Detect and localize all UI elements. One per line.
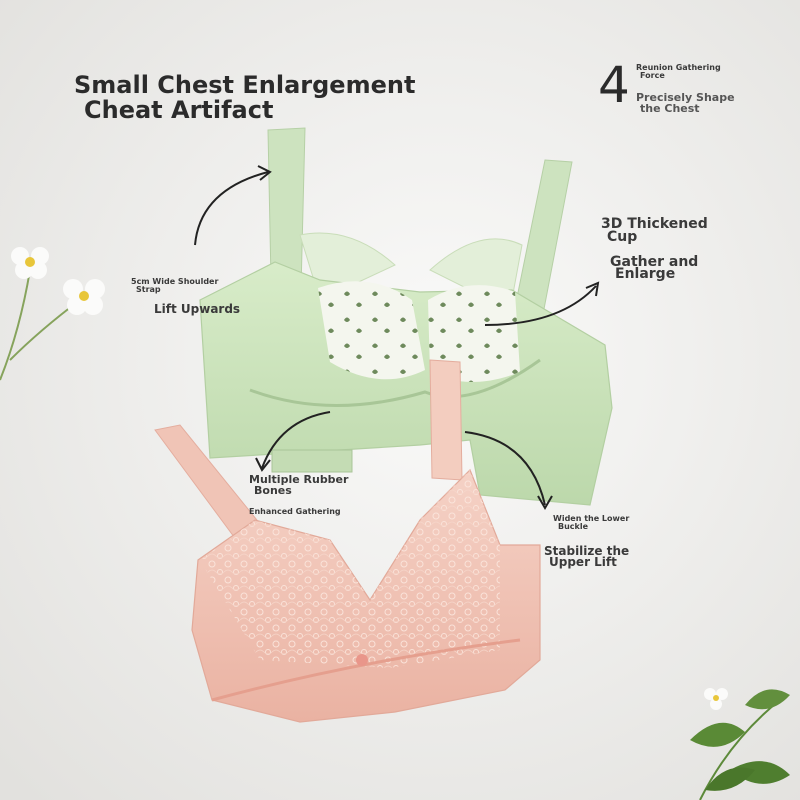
arrow-bones xyxy=(261,411,331,469)
label-reunion-gathering: Reunion Gathering xyxy=(636,63,721,72)
arrow-buckle xyxy=(464,431,546,506)
flower-icon xyxy=(11,247,49,279)
green-cup-lining-right xyxy=(428,285,520,382)
label-cup: Cup xyxy=(607,229,638,245)
label-gather-and: Gather and xyxy=(610,254,699,270)
pink-bra xyxy=(154,359,541,723)
arrow-strap xyxy=(194,171,269,246)
pink-right-strap xyxy=(429,359,463,481)
flower-icon xyxy=(704,688,728,710)
label-buckle: Buckle xyxy=(558,522,589,531)
flower-decoration-right xyxy=(690,688,790,800)
feature-number: 4 xyxy=(598,56,630,114)
label-multiple-rubber: Multiple Rubber xyxy=(249,473,349,486)
label-the-chest: the Chest xyxy=(640,102,700,115)
arrow-cup xyxy=(484,285,597,326)
arrow-head xyxy=(537,495,553,510)
green-cup-lining xyxy=(318,281,425,380)
green-bra xyxy=(199,127,613,506)
label-strap: Strap xyxy=(136,285,161,294)
headline-line-1: Small Chest Enlargement xyxy=(74,71,416,99)
pink-bow xyxy=(356,654,368,666)
label-shoulder-strap: 5cm Wide Shoulder xyxy=(131,277,219,286)
label-widen-lower: Widen the Lower xyxy=(553,514,630,523)
label-lift-upwards: Lift Upwards xyxy=(154,302,241,316)
label-enhanced-gathering: Enhanced Gathering xyxy=(249,507,341,516)
arrow-head xyxy=(585,281,600,297)
headline-line-2: Cheat Artifact xyxy=(84,96,274,124)
label-bones: Bones xyxy=(254,484,292,497)
arrow-head xyxy=(257,165,272,181)
flower-decoration-left xyxy=(0,247,105,381)
green-hook-band xyxy=(271,449,353,473)
label-stabilize: Stabilize the xyxy=(544,544,630,558)
pink-lace-overlay xyxy=(200,470,500,668)
label-enlarge: Enlarge xyxy=(615,266,676,282)
arrow-head xyxy=(255,457,271,472)
label-precisely-shape: Precisely Shape xyxy=(636,91,735,104)
flower-icon xyxy=(63,279,105,315)
label-3d-thickened: 3D Thickened xyxy=(601,216,708,232)
label-upper-lift: Upper Lift xyxy=(549,555,617,569)
label-reunion-force: Force xyxy=(640,71,665,80)
green-underwire xyxy=(249,358,541,407)
pointer-arrows xyxy=(194,165,600,510)
